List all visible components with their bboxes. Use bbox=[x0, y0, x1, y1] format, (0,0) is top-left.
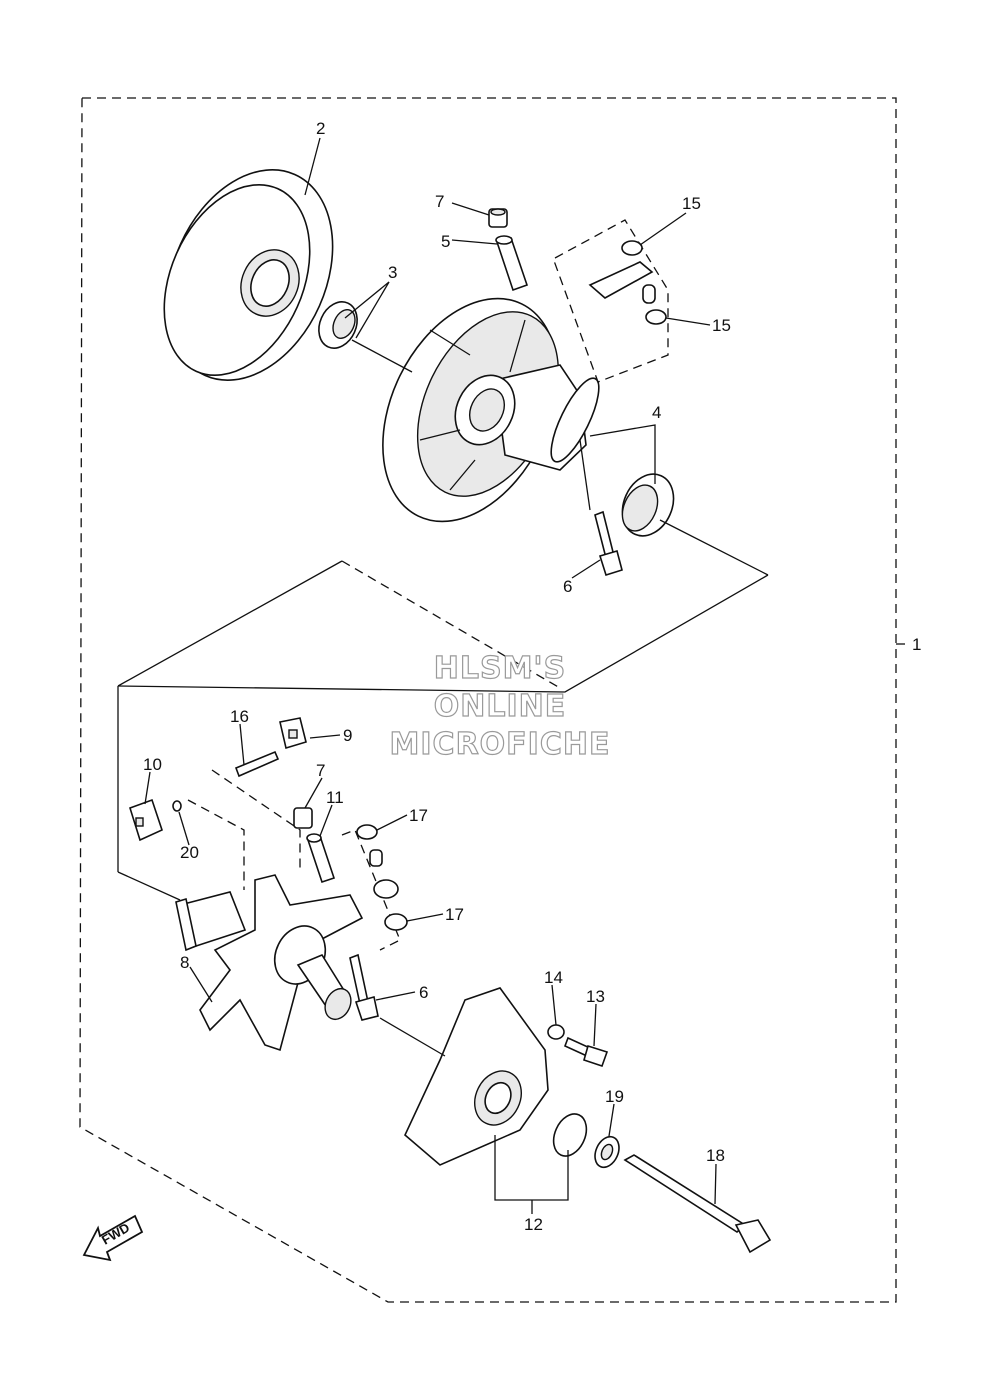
part-14-washer bbox=[547, 1024, 565, 1040]
part-19-washer bbox=[594, 1135, 620, 1169]
part-5-pin bbox=[495, 235, 529, 292]
part-8-spider bbox=[175, 874, 364, 1052]
callout-14: 14 bbox=[544, 968, 563, 987]
assembly-boundary bbox=[79, 97, 897, 1303]
part-10-slider bbox=[129, 798, 163, 842]
part-6-bolt-upper bbox=[594, 510, 623, 577]
callout-5: 5 bbox=[441, 232, 450, 251]
cover-plate bbox=[379, 987, 549, 1166]
axis-lines-upper bbox=[117, 339, 769, 693]
callout-7: 7 bbox=[435, 192, 444, 211]
part-13-bolt bbox=[563, 1036, 609, 1068]
callout-9: 9 bbox=[343, 726, 352, 745]
roller bbox=[369, 849, 399, 899]
part-17-washer-lower bbox=[384, 913, 408, 931]
callout-6: 6 bbox=[563, 577, 572, 596]
part-18-long-bolt bbox=[623, 1154, 772, 1254]
watermark: HLSM'S ONLINE MICROFICHE bbox=[389, 650, 611, 762]
fwd-arrow-icon: FWD bbox=[82, 1214, 144, 1262]
part-17-washer-upper bbox=[356, 824, 378, 840]
leader-lines bbox=[144, 137, 717, 1214]
part-6-bolt-lower bbox=[349, 953, 379, 1021]
callout-19: 19 bbox=[605, 1087, 624, 1106]
callout-8: 8 bbox=[180, 953, 189, 972]
callout-17-lower: 17 bbox=[445, 905, 464, 924]
callout-11: 11 bbox=[326, 788, 344, 807]
callout-1: 1 bbox=[912, 635, 921, 654]
part-9-slider bbox=[279, 717, 307, 750]
callout-labels: 1 2 3 4 5 6 6 7 7 8 9 10 11 12 13 14 15 … bbox=[143, 119, 921, 1234]
callout-4: 4 bbox=[652, 403, 661, 422]
callout-18: 18 bbox=[706, 1146, 725, 1165]
part-7-nut-upper bbox=[488, 208, 508, 228]
part-15-weight-arm bbox=[552, 219, 669, 383]
part-11-pin bbox=[306, 833, 336, 884]
part-20-oring bbox=[172, 800, 182, 812]
part-7-nut-lower bbox=[293, 807, 313, 829]
watermark-line-3: MICROFICHE bbox=[390, 727, 611, 762]
part-3-bushing bbox=[318, 301, 358, 349]
callout-16: 16 bbox=[230, 707, 249, 726]
callout-20: 20 bbox=[180, 843, 199, 862]
callout-2: 2 bbox=[316, 119, 325, 138]
callout-12: 12 bbox=[524, 1215, 543, 1234]
callout-13: 13 bbox=[586, 987, 605, 1006]
part-2-sheave bbox=[163, 169, 334, 381]
callout-3: 3 bbox=[388, 263, 397, 282]
watermark-line-2: ONLINE bbox=[434, 689, 567, 724]
callout-15: 15 bbox=[682, 194, 701, 213]
callout-15-lower: 15 bbox=[712, 316, 731, 335]
watermark-line-1: HLSM'S bbox=[434, 651, 566, 686]
callout-7-lower: 7 bbox=[316, 761, 325, 780]
part-16-pin bbox=[234, 750, 280, 778]
callout-6-lower: 6 bbox=[419, 983, 428, 1002]
callout-17: 17 bbox=[409, 806, 428, 825]
part-4-bearing bbox=[621, 473, 675, 537]
movable-sheave-housing bbox=[382, 297, 600, 523]
alignment-guides-lower bbox=[117, 686, 401, 951]
callout-10: 10 bbox=[143, 755, 162, 774]
